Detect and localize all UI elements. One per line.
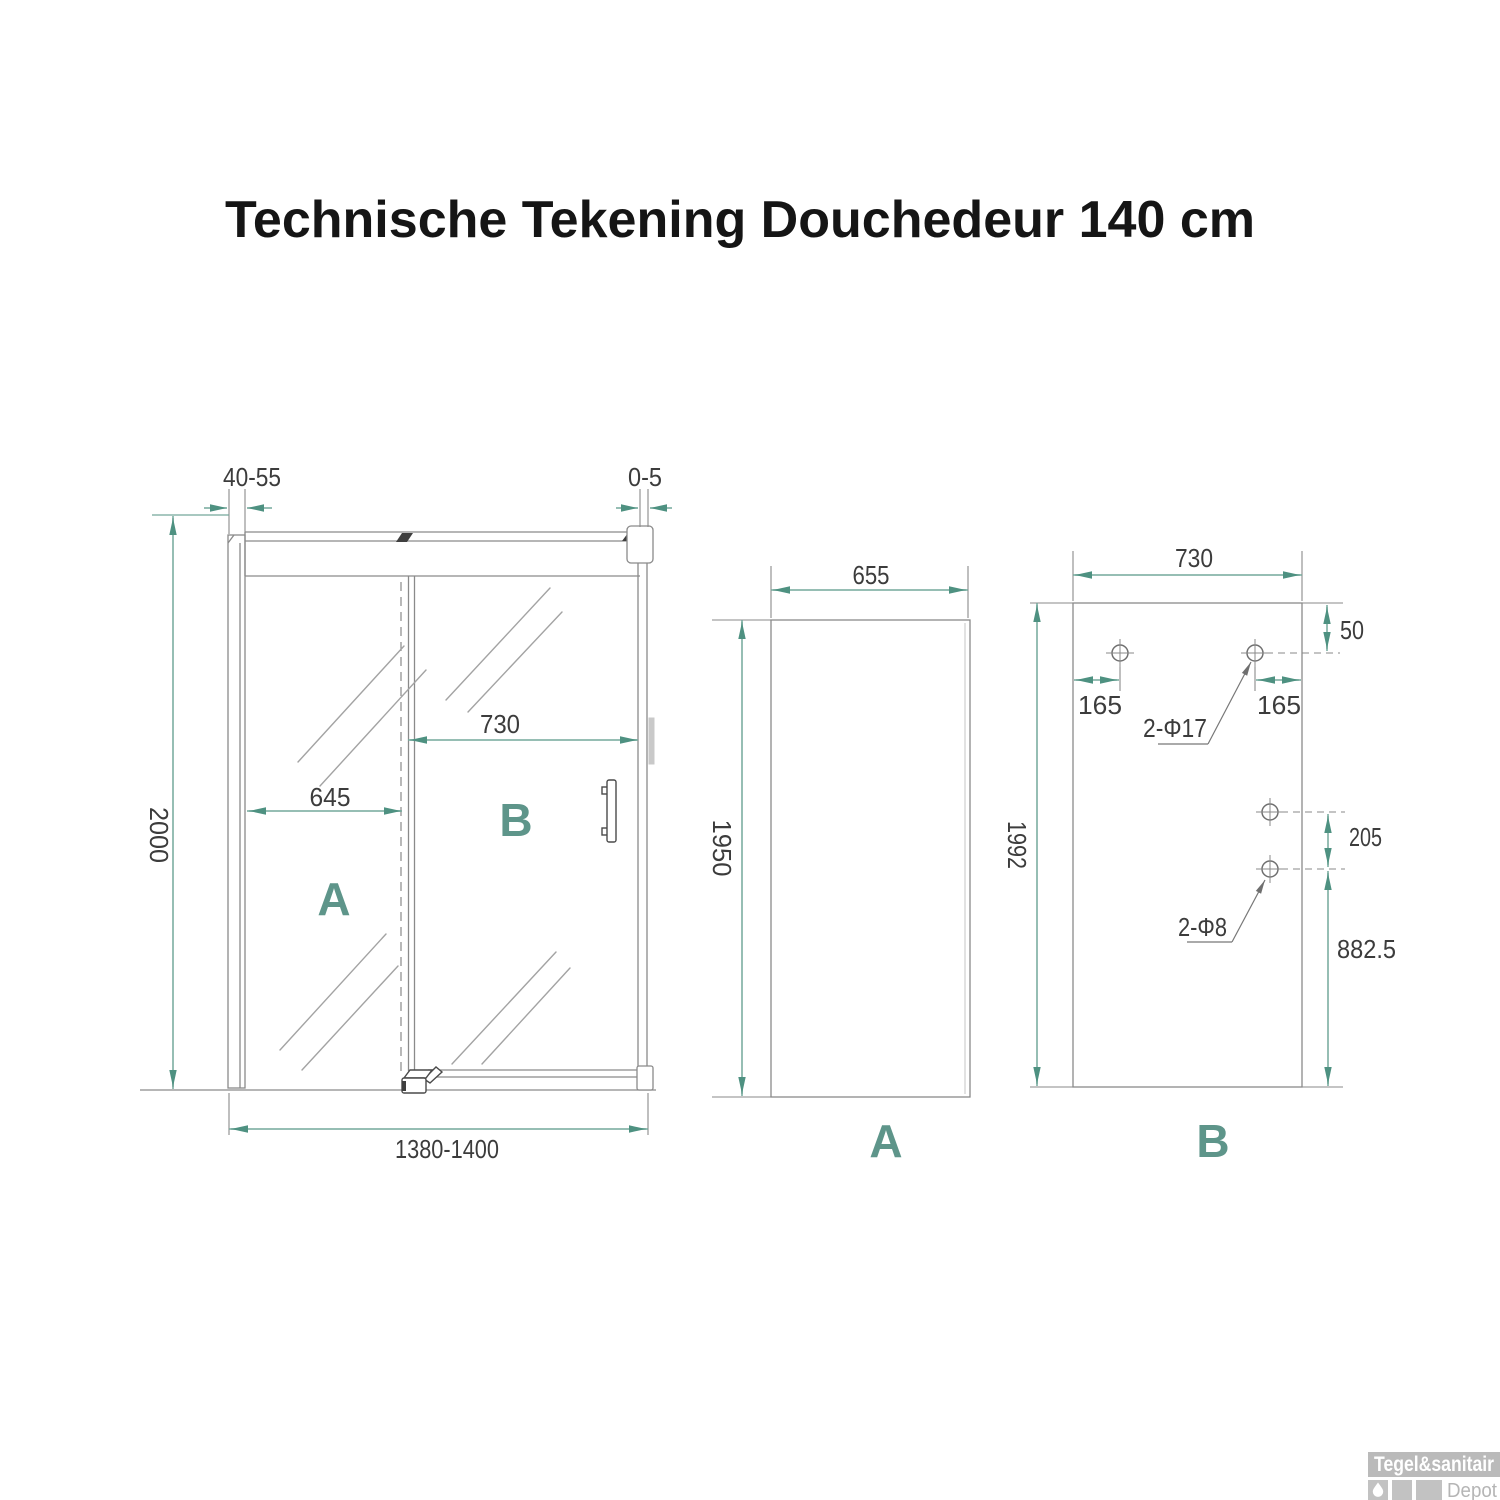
hole-mid-right-upper — [1256, 798, 1284, 826]
dim-right-hole-inset: 165 — [1254, 667, 1301, 720]
dim-text-height: 2000 — [144, 807, 174, 863]
panel-b-outline — [1072, 602, 1303, 1088]
logo-brand-text: Tegel&sanitair — [1374, 1453, 1494, 1476]
logo-bar — [1368, 1452, 1500, 1477]
dim-text-left-inset: 165 — [1078, 690, 1122, 720]
dim-b-width: 730 — [1072, 543, 1303, 601]
brand-logo: Tegel&sanitair Depot — [1368, 1452, 1500, 1500]
side-view-b: 730 1992 50 165 16 — [1002, 543, 1396, 1167]
dim-text-b-height: 1992 — [1002, 821, 1032, 869]
dim-text-right-inset: 165 — [1257, 690, 1301, 720]
side-view-a: 655 1950 A — [707, 560, 971, 1167]
dim-a-width: 655 — [770, 560, 969, 618]
front-panel-a-label: A — [317, 873, 350, 925]
dim-text-panel-b-width-front: 730 — [480, 709, 520, 739]
dim-text-total-width: 1380-1400 — [395, 1134, 499, 1164]
note-text-top-holes: 2-Φ17 — [1143, 713, 1207, 743]
hole-top-left — [1106, 639, 1134, 667]
dim-lower-hole-spacing: 205 — [1324, 814, 1382, 867]
dim-top-hole-offset: 50 — [1323, 605, 1364, 651]
dim-text-bottom-offset: 882.5 — [1337, 934, 1396, 964]
drill-holes — [1106, 639, 1345, 883]
dim-total-width: 1380-1400 — [228, 1093, 649, 1164]
panel-divider — [400, 576, 416, 1072]
bottom-rail — [140, 1065, 656, 1091]
rail-clip — [396, 533, 413, 542]
dim-panel-b-width-front: 730 — [408, 709, 638, 744]
right-frame — [637, 563, 655, 1068]
dim-text-a-height: 1950 — [707, 820, 737, 877]
hole-mid-right-lower — [1256, 855, 1284, 883]
dim-left-hole-inset: 165 — [1074, 667, 1122, 720]
dim-b-height: 1992 — [1002, 603, 1041, 1086]
dim-wall-profile-adjust: 40-55 — [204, 462, 281, 534]
rail-end-bracket — [626, 525, 654, 564]
logo-sub-text: Depot — [1447, 1480, 1497, 1500]
dim-text-hole-spacing: 205 — [1349, 822, 1382, 852]
roller-block — [401, 1066, 444, 1094]
glass-reflections — [279, 587, 571, 1071]
dim-text-wall-adjust: 40-55 — [223, 462, 281, 492]
dim-text-panel-a-width: 645 — [310, 782, 351, 812]
dim-door-gap-adjust: 0-5 — [616, 462, 672, 527]
dim-bottom-hole-offset: 882.5 — [1324, 871, 1396, 1086]
top-rail — [244, 525, 654, 577]
logo-square-3 — [1416, 1480, 1442, 1500]
door-handle — [601, 779, 617, 843]
hole-top-right — [1241, 639, 1269, 667]
panel-a-outline — [770, 619, 971, 1098]
dim-text-b-width: 730 — [1175, 543, 1213, 573]
front-view: 40-55 0-5 2000 645 — [140, 462, 672, 1164]
dim-text-top-offset: 50 — [1340, 615, 1364, 645]
logo-square-2 — [1392, 1480, 1412, 1500]
side-b-label: B — [1196, 1115, 1229, 1167]
dim-a-height: 1950 — [707, 619, 771, 1098]
front-panel-b-label: B — [499, 794, 532, 846]
dim-text-a-width: 655 — [853, 560, 890, 590]
wall-profile — [227, 534, 246, 1089]
page-title: Technische Tekening Douchedeur 140 cm — [225, 191, 1255, 249]
side-a-label: A — [869, 1115, 902, 1167]
note-lower-holes: 2-Φ8 — [1178, 879, 1266, 943]
note-top-holes: 2-Φ17 — [1143, 661, 1252, 745]
droplet-icon — [1372, 1482, 1384, 1497]
wall-bracket — [648, 717, 655, 765]
dim-total-height: 2000 — [144, 514, 229, 1089]
note-text-lower-holes: 2-Φ8 — [1178, 912, 1227, 942]
dim-text-door-gap: 0-5 — [628, 462, 662, 492]
dim-panel-a-width: 645 — [247, 782, 402, 815]
